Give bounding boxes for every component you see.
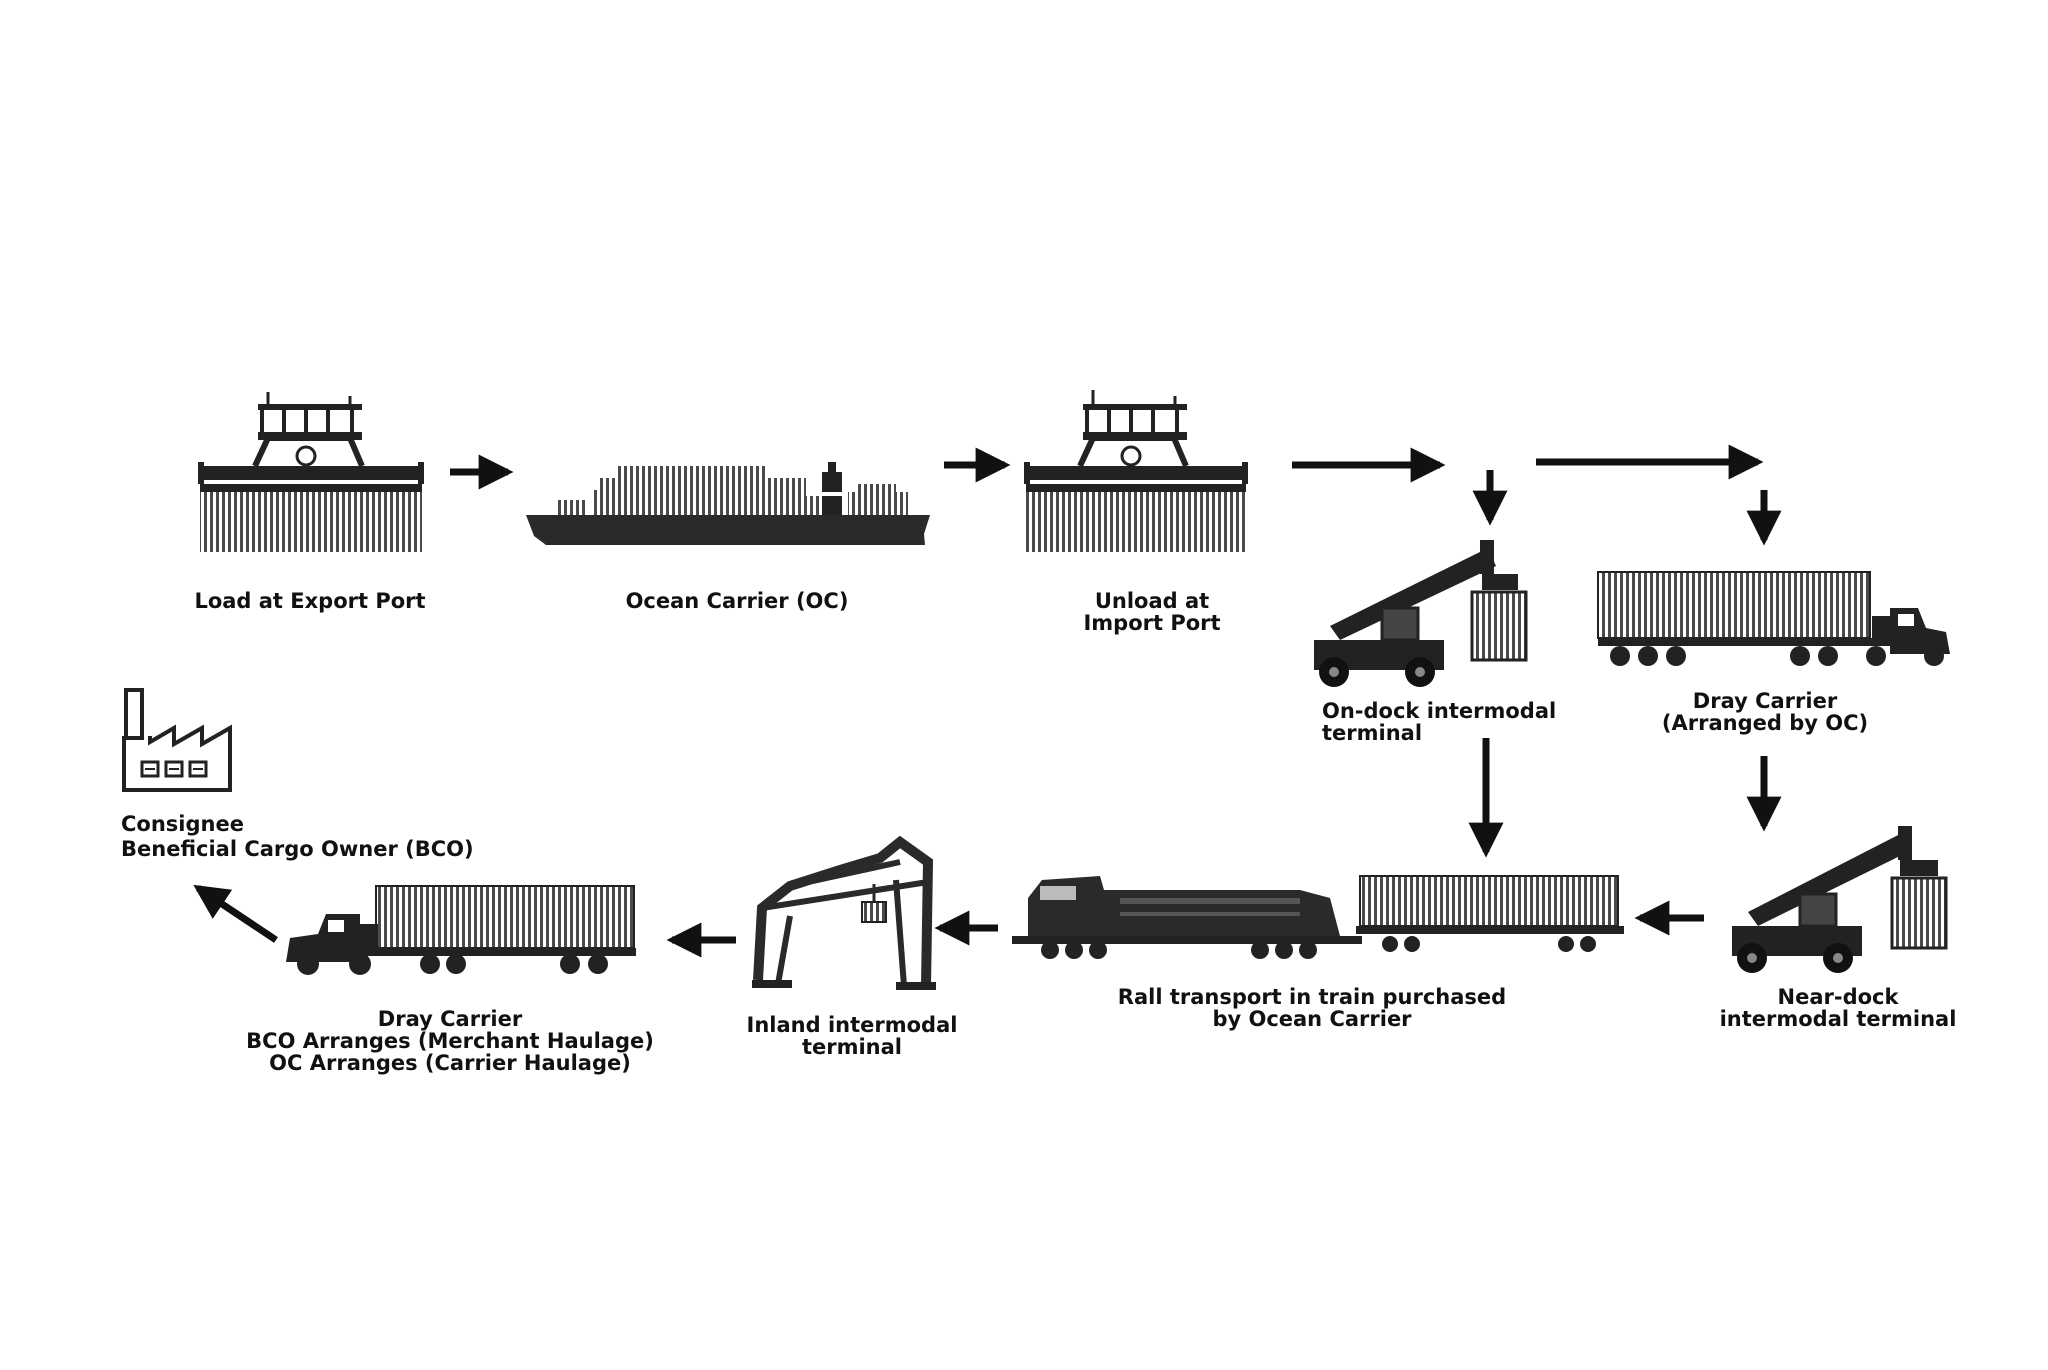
near-dock-reach-stacker-icon bbox=[1732, 826, 1948, 973]
inland-label-line: terminal bbox=[801, 1035, 903, 1059]
arrow-dray-bco-to-consignee bbox=[193, 884, 278, 943]
dray-oc-label-line: (Arranged by OC) bbox=[1661, 711, 1869, 735]
on-dock-reach-stacker-icon bbox=[1314, 540, 1528, 687]
consignee-label-line: Beneficial Cargo Owner (BCO) bbox=[121, 837, 474, 861]
container-ship-icon bbox=[526, 462, 930, 545]
inland-gantry-crane-icon bbox=[752, 835, 936, 990]
train-icon bbox=[1012, 875, 1624, 959]
dray-bco-label-line: BCO Arranges (Merchant Haulage) bbox=[246, 1029, 654, 1053]
ocean-carrier-label: Ocean Carrier (OC) bbox=[626, 590, 849, 612]
on-dock-label-line: On-dock intermodal bbox=[1322, 699, 1557, 723]
consignee-factory-icon bbox=[122, 688, 232, 792]
rail-label-line: Rall transport in train purchased bbox=[1117, 985, 1507, 1009]
consignee-label-line: Consignee bbox=[121, 812, 244, 836]
near-dock-label-line: Near-dock bbox=[1777, 985, 1899, 1009]
flow-arrows bbox=[193, 444, 1782, 958]
export-port-label: Load at Export Port bbox=[194, 590, 425, 612]
import-port-label-line: Import Port bbox=[1083, 611, 1221, 635]
import-port-label-line: Unload at bbox=[1094, 589, 1210, 613]
dray-oc-label-line: Dray Carrier bbox=[1692, 689, 1838, 713]
dray-carrier-oc-label: Dray Carrier(Arranged by OC) bbox=[1662, 690, 1868, 734]
dray-carrier-oc-truck-icon bbox=[1597, 571, 1950, 666]
on-dock-label-line: terminal bbox=[1322, 721, 1423, 745]
import-port-crane-icon bbox=[1024, 390, 1248, 552]
ocean-carrier-label-line: Ocean Carrier (OC) bbox=[625, 589, 849, 613]
dray-carrier-bco-truck-icon bbox=[286, 885, 636, 975]
export-port-crane-icon bbox=[198, 392, 424, 552]
rail-label-line: by Ocean Carrier bbox=[1212, 1007, 1412, 1031]
export-port-label-line: Load at Export Port bbox=[194, 589, 426, 613]
dray-bco-label-line: OC Arranges (Carrier Haulage) bbox=[269, 1051, 631, 1075]
near-dock-label-line: intermodal terminal bbox=[1719, 1007, 1957, 1031]
dray-bco-label-line: Dray Carrier bbox=[377, 1007, 523, 1031]
inland-label-line: Inland intermodal bbox=[746, 1013, 958, 1037]
